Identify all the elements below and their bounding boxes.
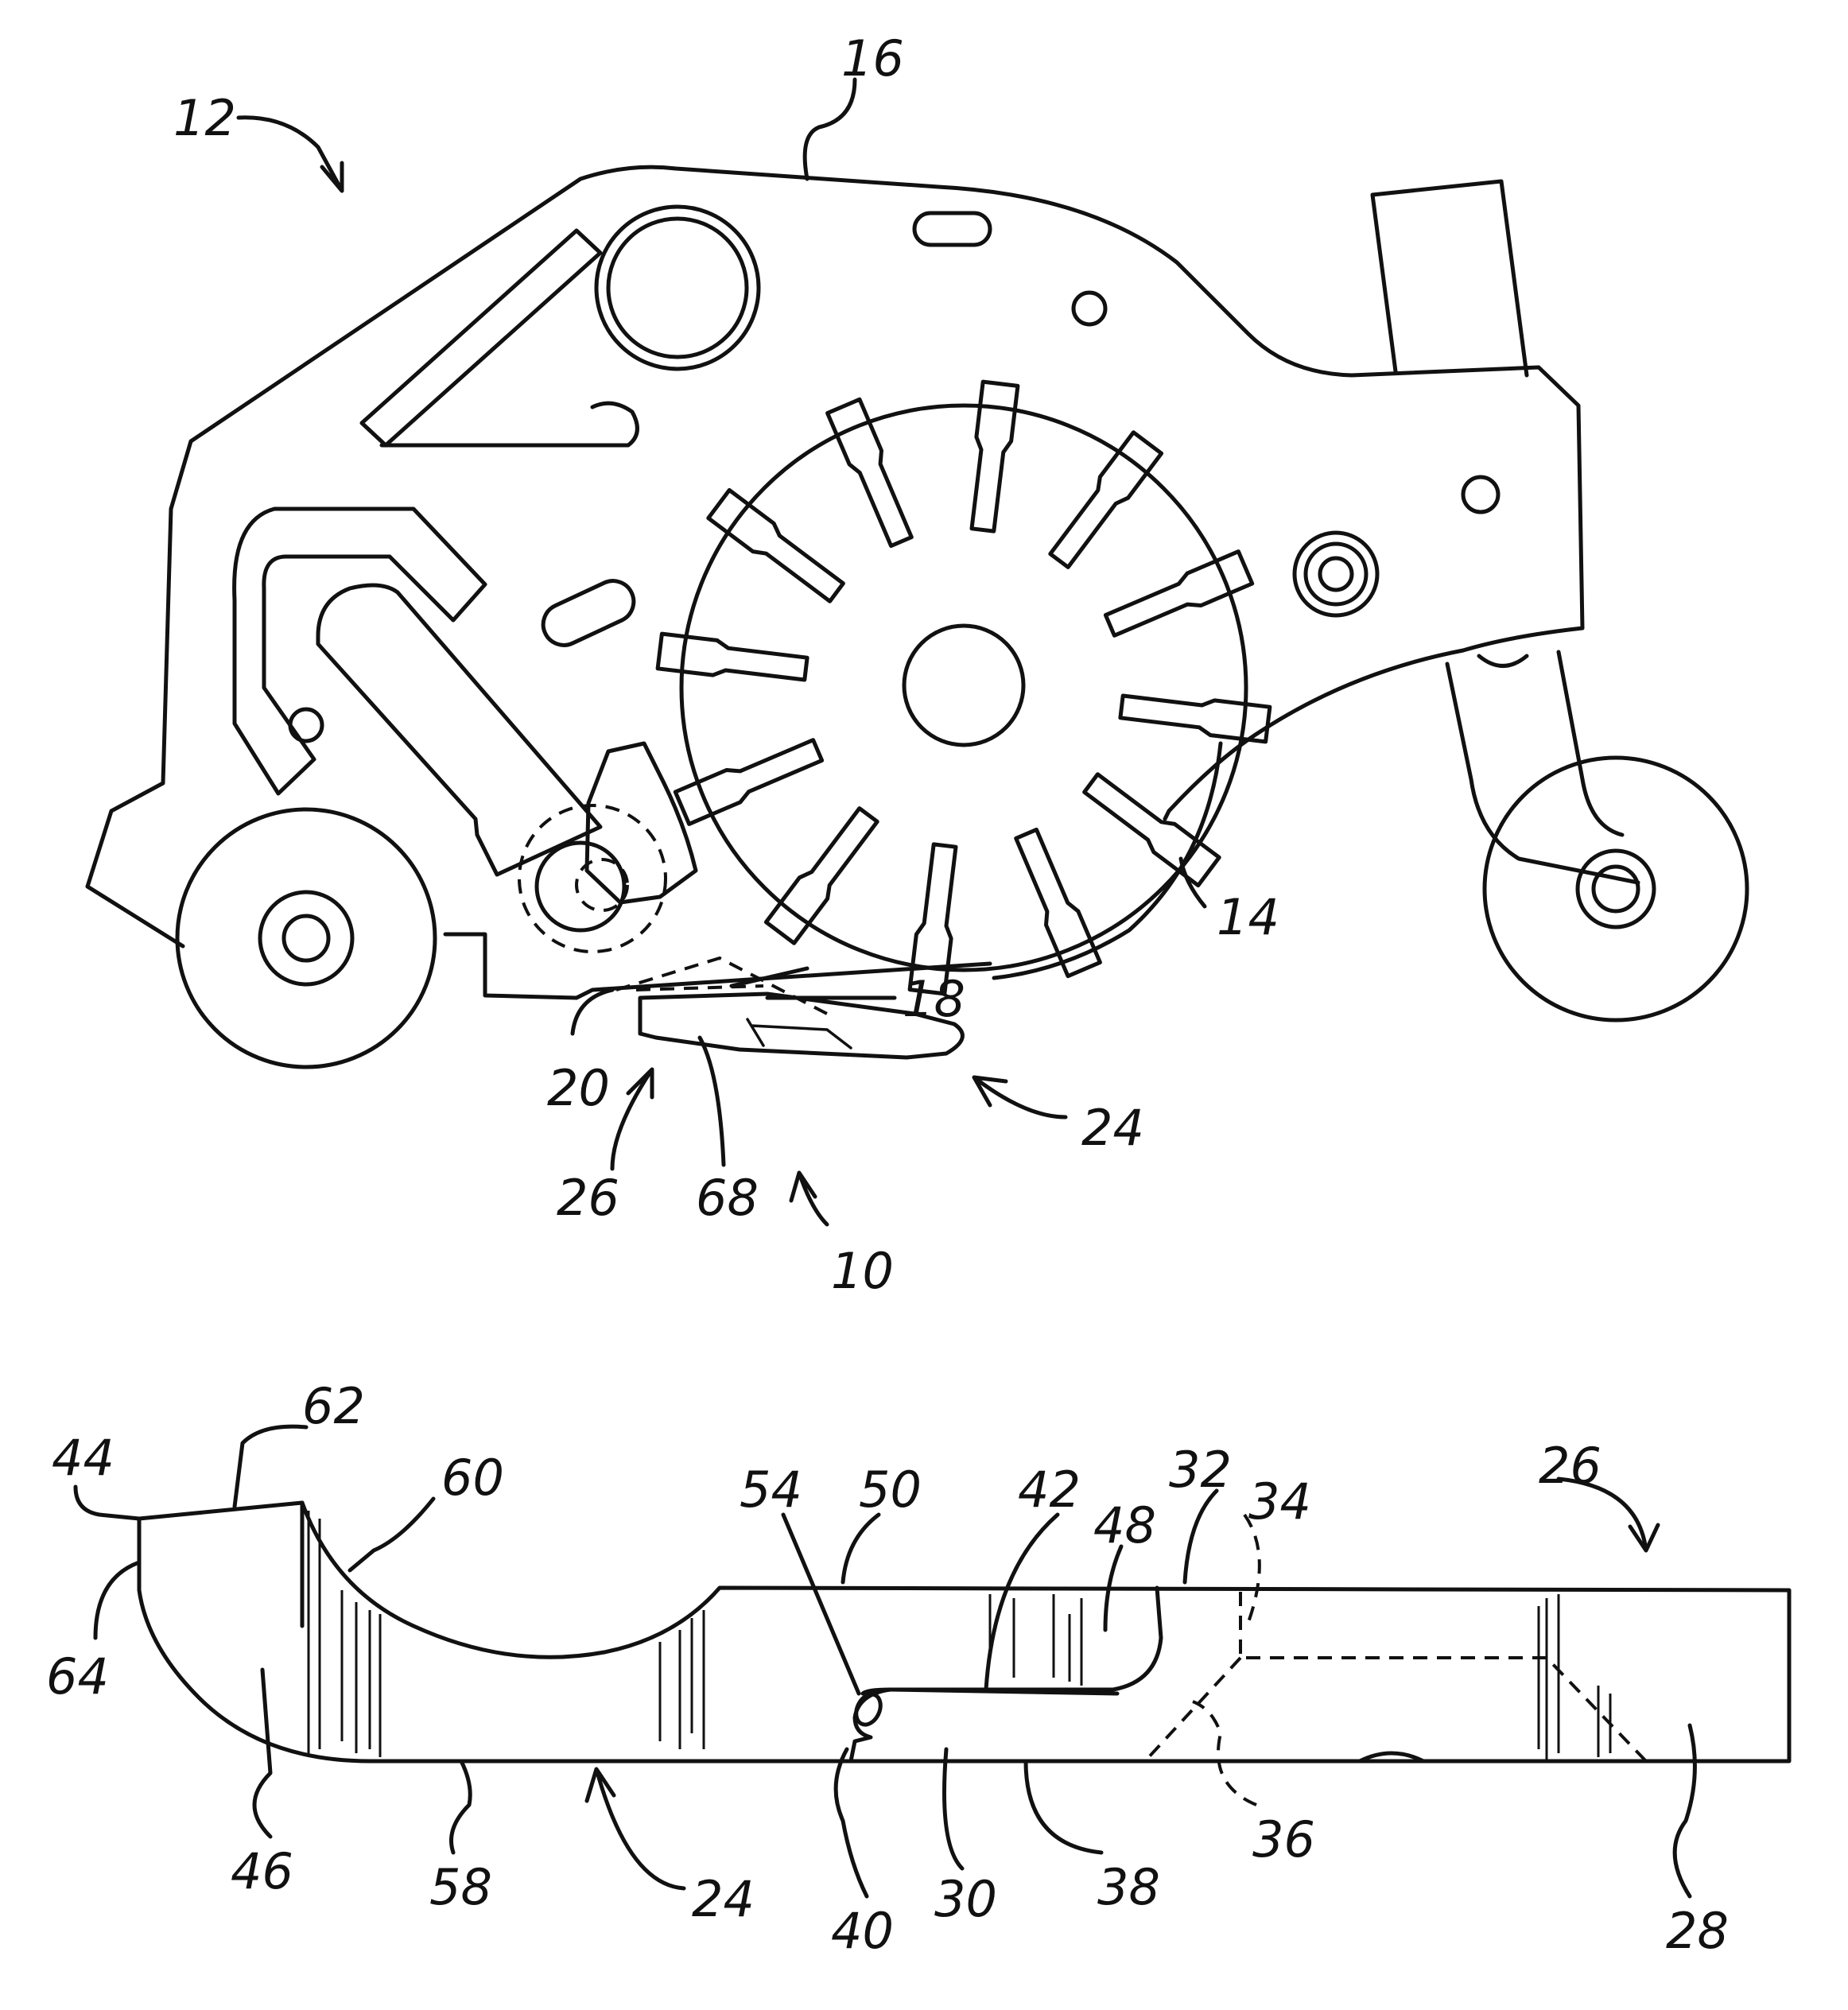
leader-38 xyxy=(1026,1761,1101,1853)
label-68: 68 xyxy=(696,1169,759,1227)
left-wheel-hub-inner xyxy=(284,916,328,960)
upper-pulley-inner xyxy=(608,219,747,357)
label-40: 40 xyxy=(831,1902,894,1960)
small-hole-a xyxy=(1073,293,1105,324)
label-42: 42 xyxy=(1018,1461,1081,1519)
pivot-boss-inner xyxy=(1320,558,1352,590)
guard-plate xyxy=(382,403,637,445)
notch-54 xyxy=(851,1690,891,1761)
blade-inner-line xyxy=(747,1019,851,1048)
spiked-rotor xyxy=(658,382,1270,994)
right-wheel xyxy=(1485,758,1747,1020)
hidden-line-upper xyxy=(1240,1592,1646,1761)
label-62: 62 xyxy=(302,1377,365,1435)
label-14: 14 xyxy=(1217,888,1279,946)
leader-36 xyxy=(1193,1702,1256,1805)
label-30: 30 xyxy=(934,1870,997,1928)
leader-60 xyxy=(350,1499,433,1570)
label-32: 32 xyxy=(1169,1441,1232,1499)
left-wheel xyxy=(177,809,435,1067)
label-36: 36 xyxy=(1252,1810,1315,1868)
leader-24-bottom xyxy=(587,1769,684,1888)
label-26-bottom: 26 xyxy=(1539,1437,1601,1495)
label-12: 12 xyxy=(173,89,236,147)
rotor-spike xyxy=(1120,696,1270,742)
leader-50 xyxy=(843,1515,879,1582)
left-wheel-hub-outer xyxy=(260,892,352,984)
leader-12 xyxy=(239,118,342,191)
label-48: 48 xyxy=(1093,1496,1156,1554)
small-hole-b xyxy=(1463,477,1498,512)
rotor-spike xyxy=(1050,433,1162,568)
cam-track-inner xyxy=(318,585,600,875)
pivot-boss-mid xyxy=(1306,544,1366,604)
diagonal-guard xyxy=(362,231,600,445)
flap-plate xyxy=(587,743,696,902)
label-46: 46 xyxy=(231,1842,293,1900)
recess-outline xyxy=(863,1588,1161,1694)
hinge-knuckle xyxy=(537,843,624,930)
label-18: 18 xyxy=(903,970,965,1028)
rear-post xyxy=(1372,181,1527,375)
leader-32 xyxy=(1185,1491,1217,1582)
upper-pulley-outer xyxy=(596,207,759,369)
label-24-bottom: 24 xyxy=(692,1870,755,1928)
hidden-line-lower xyxy=(1145,1658,1240,1761)
arm-pivot xyxy=(1479,656,1527,666)
label-38: 38 xyxy=(1097,1858,1160,1916)
rotor-spike xyxy=(675,740,821,825)
mid-slot xyxy=(537,574,641,652)
label-54: 54 xyxy=(740,1461,802,1519)
leader-62 xyxy=(235,1426,306,1507)
rotor-spike xyxy=(972,382,1018,531)
leader-58 xyxy=(452,1761,471,1853)
harvester-assembly-view: 12 16 14 18 20 24 26 68 10 xyxy=(87,29,1747,1300)
rotor-spike xyxy=(766,809,877,944)
leader-30 xyxy=(945,1749,963,1868)
label-20: 20 xyxy=(547,1059,610,1117)
leader-16 xyxy=(805,80,855,179)
label-10: 10 xyxy=(831,1242,894,1300)
label-44: 44 xyxy=(52,1429,115,1487)
label-34: 34 xyxy=(1248,1473,1311,1531)
right-wheel-hub-outer xyxy=(1578,851,1654,927)
shading-hatches xyxy=(309,1511,1610,1761)
rotor-hub xyxy=(904,626,1023,745)
leader-40 xyxy=(836,1749,867,1896)
label-16: 16 xyxy=(841,29,904,87)
leader-24-top xyxy=(974,1077,1066,1117)
label-50: 50 xyxy=(859,1461,922,1519)
right-wheel-arm xyxy=(1447,652,1638,883)
label-24-top: 24 xyxy=(1081,1099,1144,1157)
rotor-spike xyxy=(1105,552,1252,636)
top-slot xyxy=(914,213,990,245)
leader-42 xyxy=(986,1515,1058,1690)
small-hole-c xyxy=(290,709,322,741)
rotor-disc xyxy=(681,405,1246,970)
rotor-spike xyxy=(658,634,807,680)
leader-26 xyxy=(612,1069,652,1169)
rotor-spike xyxy=(709,490,844,601)
leader-44 xyxy=(76,1487,139,1519)
leader-46 xyxy=(254,1670,270,1837)
leader-54 xyxy=(783,1515,859,1694)
label-60: 60 xyxy=(441,1449,504,1507)
label-26-top: 26 xyxy=(557,1169,619,1227)
leader-10 xyxy=(791,1173,827,1224)
right-wheel-hub-inner xyxy=(1594,867,1638,911)
leader-68 xyxy=(700,1038,724,1165)
stripper-detail-view: 44 62 60 64 46 58 24 54 50 42 48 32 34 2… xyxy=(46,1377,1789,1960)
housing-outline xyxy=(87,167,1582,887)
rotor-spike xyxy=(828,399,912,545)
label-28: 28 xyxy=(1666,1902,1729,1960)
leader-64 xyxy=(95,1562,139,1638)
leader-28 xyxy=(1675,1725,1695,1896)
rotor-guard-arc xyxy=(994,743,1221,978)
label-58: 58 xyxy=(429,1858,492,1916)
leader-34 xyxy=(1244,1515,1260,1622)
label-64: 64 xyxy=(46,1647,109,1705)
